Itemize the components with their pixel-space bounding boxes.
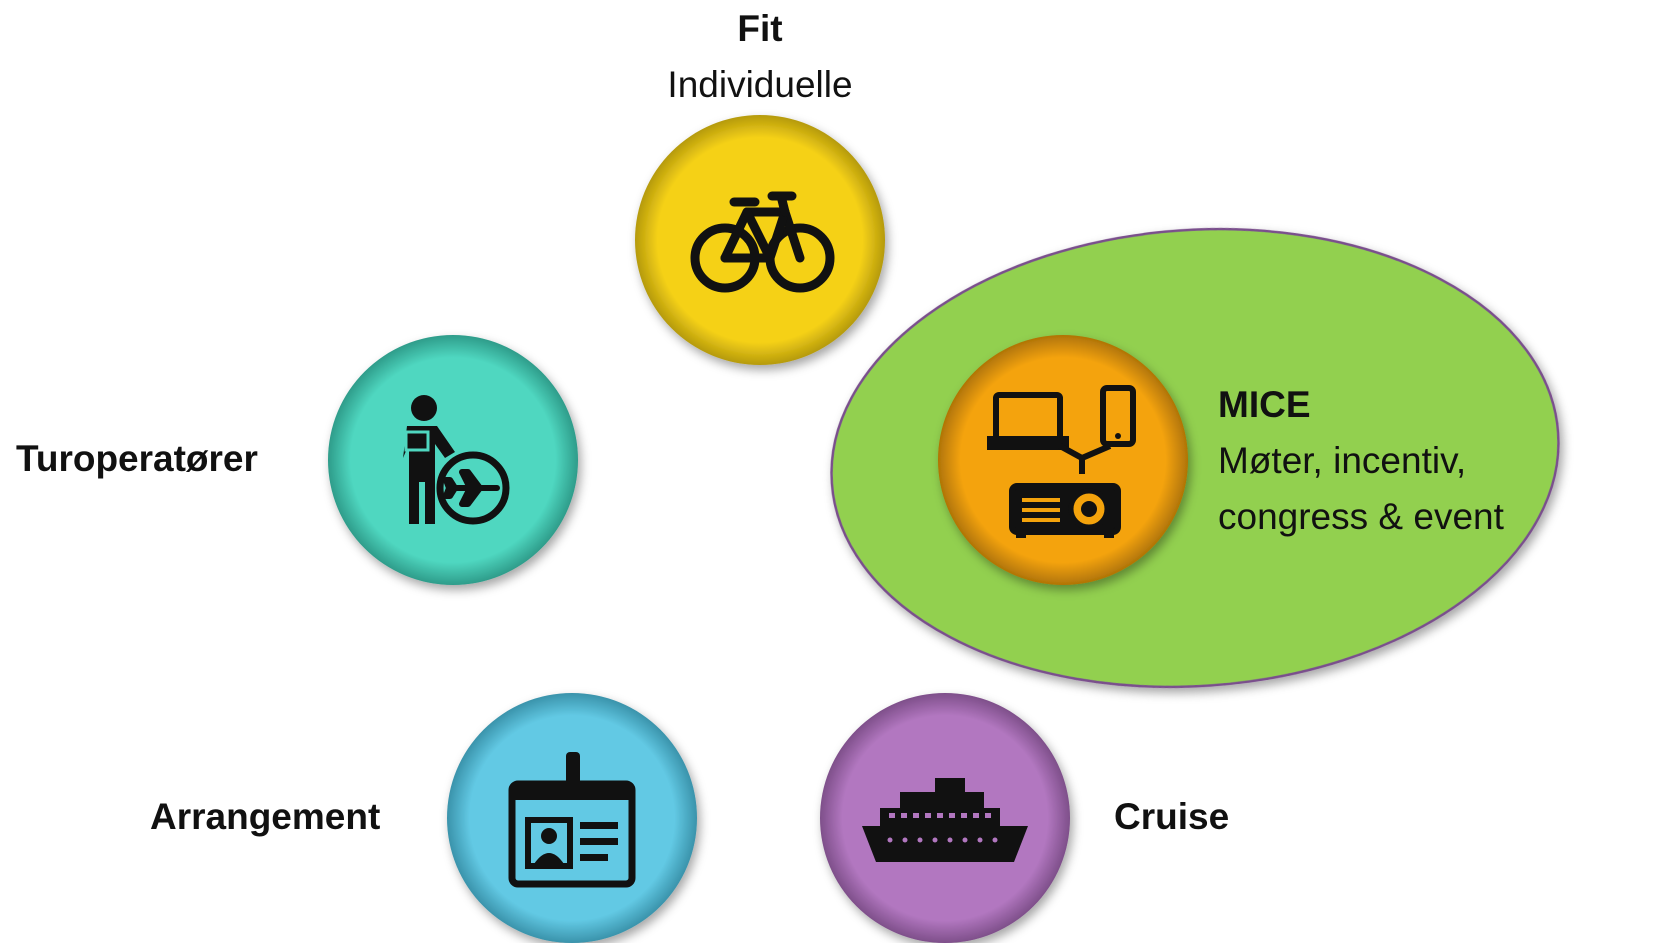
fit-subtitle: Individuelle bbox=[667, 64, 853, 105]
mice-description-line-2: congress & event bbox=[1218, 496, 1504, 537]
id-badge-icon bbox=[508, 752, 636, 888]
mice-circle bbox=[938, 335, 1188, 585]
arrangement-label: Arrangement bbox=[150, 796, 381, 837]
turoperatorer-circle bbox=[328, 335, 578, 585]
presentation-devices-icon bbox=[987, 385, 1136, 538]
arrangement-circle bbox=[447, 693, 697, 943]
fit-circle bbox=[635, 115, 885, 365]
bicycle-icon bbox=[690, 191, 835, 293]
mice-title: MICE bbox=[1218, 384, 1311, 425]
turoperatorer-label: Turoperatører bbox=[16, 438, 258, 479]
fit-title: Fit bbox=[737, 8, 783, 49]
cruise-ship-icon bbox=[862, 778, 1028, 862]
mice-description-line-1: Møter, incentiv, bbox=[1218, 440, 1467, 481]
cruise-label: Cruise bbox=[1114, 796, 1230, 837]
traveler-with-plane-icon bbox=[403, 395, 510, 525]
cruise-circle bbox=[820, 693, 1070, 943]
